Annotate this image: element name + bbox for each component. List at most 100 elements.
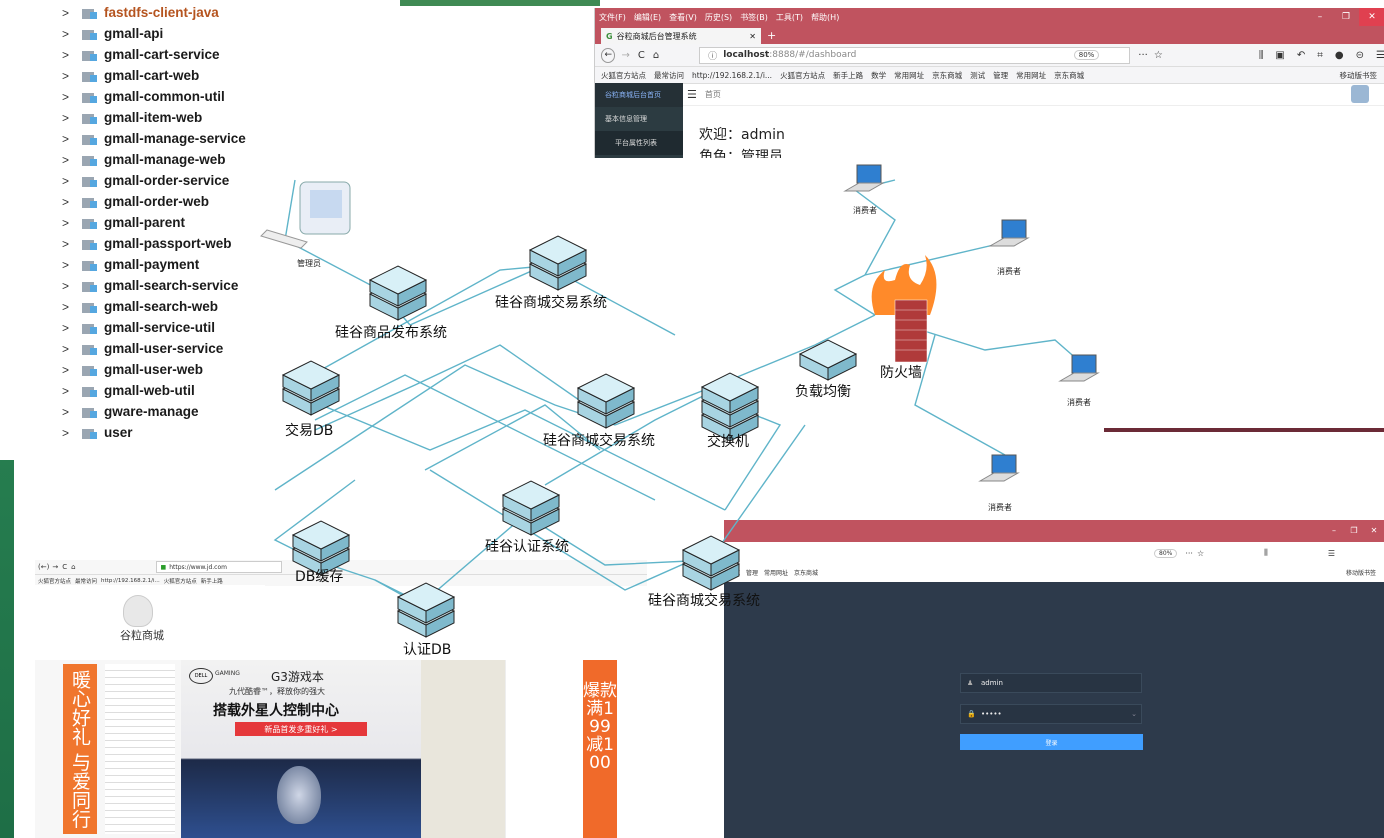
tree-item[interactable]: >gmall-order-web: [62, 191, 209, 212]
home-icon[interactable]: ⌂: [652, 49, 660, 61]
bookmark-item[interactable]: 火狐官方站点: [163, 578, 197, 585]
chevron-right-icon[interactable]: >: [62, 383, 70, 398]
chevron-right-icon[interactable]: >: [62, 215, 70, 230]
tree-item[interactable]: >gmall-user-service: [62, 338, 223, 359]
right-promo-text[interactable]: 爆款满199减100: [583, 660, 617, 838]
bookmark-item[interactable]: 最常访问: [75, 578, 98, 585]
tree-item[interactable]: >gmall-manage-service: [62, 128, 246, 149]
bookmark-item[interactable]: 火狐官方站点: [601, 70, 646, 80]
username-field[interactable]: ♟ admin: [960, 673, 1142, 693]
menu-help[interactable]: 帮助(H): [811, 12, 840, 22]
tab-dashboard[interactable]: G 谷粒商城后台管理系统 ✕: [601, 28, 761, 44]
home-icon[interactable]: ⌂: [71, 563, 76, 571]
sidebar-item-attr-list[interactable]: 平台属性列表: [595, 131, 683, 155]
bookmark-item[interactable]: http://192.168.2.1/i...: [692, 70, 773, 80]
bookmark-item[interactable]: 管理: [746, 569, 759, 577]
menu-history[interactable]: 历史(S): [704, 12, 733, 22]
tree-item[interactable]: >gmall-user-web: [62, 359, 203, 380]
chevron-right-icon[interactable]: >: [62, 278, 70, 293]
bookmark-item[interactable]: 火狐官方站点: [38, 578, 72, 585]
menu-icon[interactable]: ☰: [1327, 548, 1336, 558]
bookmark-star-icon[interactable]: ☆: [1153, 49, 1163, 61]
extension-icon[interactable]: ⊝: [1355, 49, 1365, 61]
maximize-icon[interactable]: ❐: [1341, 12, 1351, 22]
tree-item[interactable]: >gmall-web-util: [62, 380, 195, 401]
chevron-right-icon[interactable]: >: [62, 68, 70, 83]
reload-icon[interactable]: C: [62, 563, 68, 571]
chevron-right-icon[interactable]: >: [62, 5, 70, 20]
tab-close-icon[interactable]: ✕: [749, 31, 756, 41]
tree-item[interactable]: >gmall-cart-web: [62, 65, 199, 86]
chevron-right-icon[interactable]: >: [62, 299, 70, 314]
bookmark-item[interactable]: http://192.168.2.1/i...: [101, 577, 160, 584]
tree-item[interactable]: >gmall-manage-web: [62, 149, 226, 170]
tree-item[interactable]: >gmall-api: [62, 23, 163, 44]
sidebar-item-home[interactable]: 谷粒商城后台首页: [595, 83, 683, 107]
page-actions-icon[interactable]: ···: [1138, 49, 1148, 61]
library-icon[interactable]: ⫼: [1264, 548, 1268, 557]
chevron-down-icon[interactable]: ⌄: [1131, 710, 1137, 718]
bookmark-item[interactable]: 京东商城: [932, 70, 963, 80]
bookmark-item[interactable]: 京东商城: [794, 569, 819, 577]
chevron-right-icon[interactable]: >: [62, 404, 70, 419]
minimize-icon[interactable]: –: [1332, 526, 1336, 535]
forward-icon[interactable]: →: [52, 563, 59, 571]
bookmark-item[interactable]: 数学: [871, 70, 887, 80]
chevron-right-icon[interactable]: >: [62, 257, 70, 272]
sidebar-icon[interactable]: ▣: [1275, 49, 1285, 61]
login-button[interactable]: 登录: [960, 734, 1143, 750]
tree-item[interactable]: >gmall-parent: [62, 212, 185, 233]
chevron-right-icon[interactable]: >: [62, 236, 70, 251]
tree-item[interactable]: >gmall-service-util: [62, 317, 215, 338]
bookmark-item[interactable]: 最常访问: [654, 70, 684, 80]
tree-item[interactable]: >gmall-order-service: [62, 170, 229, 191]
left-promo-text[interactable]: 暖心好礼 与爱同行: [63, 664, 97, 834]
sidebar-item-basic-info[interactable]: 基本信息管理: [605, 115, 647, 123]
undo-icon[interactable]: ↶: [1296, 49, 1306, 61]
menu-tools[interactable]: 工具(T): [775, 12, 804, 22]
tree-item[interactable]: >gware-manage: [62, 401, 199, 422]
tree-item[interactable]: >gmall-search-service: [62, 275, 238, 296]
new-tab-icon[interactable]: +: [767, 29, 777, 42]
tree-item[interactable]: >gmall-item-web: [62, 107, 202, 128]
chevron-right-icon[interactable]: >: [62, 131, 70, 146]
chevron-right-icon[interactable]: >: [62, 110, 70, 125]
bookmark-item[interactable]: 京东商城: [1054, 70, 1085, 80]
jd-banner[interactable]: DELL GAMING G3游戏本 九代酷睿™，释放你的强大 搭载外星人控制中心…: [181, 660, 421, 838]
zoom-level[interactable]: 80%: [1154, 548, 1178, 558]
chat-icon[interactable]: ●: [1334, 49, 1344, 61]
page-actions-icon[interactable]: ···: [1185, 548, 1193, 558]
zoom-level[interactable]: 80%: [1073, 50, 1100, 60]
chevron-right-icon[interactable]: >: [62, 320, 70, 335]
bookmark-item[interactable]: 常用网址: [764, 569, 789, 577]
mobile-bookmarks[interactable]: 移动版书签: [1345, 569, 1376, 577]
chevron-right-icon[interactable]: >: [62, 47, 70, 62]
menu-view[interactable]: 查看(V): [669, 12, 697, 22]
chevron-right-icon[interactable]: >: [62, 89, 70, 104]
bookmark-item[interactable]: 火狐官方站点: [780, 70, 826, 80]
tree-item[interactable]: >gmall-payment: [62, 254, 199, 275]
maximize-icon[interactable]: ❐: [1350, 526, 1358, 535]
jd-url-bar[interactable]: ■https://www.jd.com: [155, 561, 282, 573]
menu-file[interactable]: 文件(F): [599, 12, 626, 22]
tree-item[interactable]: >fastdfs-client-java: [62, 2, 219, 23]
chevron-right-icon[interactable]: >: [62, 362, 70, 377]
bookmark-item[interactable]: 常用网址: [1016, 70, 1047, 80]
tree-item[interactable]: >user: [62, 422, 133, 443]
chevron-right-icon[interactable]: >: [62, 425, 70, 440]
banner-cta[interactable]: 新品首发多重好礼 >: [235, 722, 367, 736]
hamburger-icon[interactable]: ☰: [687, 87, 697, 101]
bookmark-item[interactable]: 管理: [993, 70, 1009, 80]
chevron-right-icon[interactable]: >: [62, 341, 70, 356]
chevron-right-icon[interactable]: >: [62, 173, 70, 188]
forward-icon[interactable]: →: [621, 49, 630, 61]
category-list[interactable]: [105, 664, 175, 834]
minimize-icon[interactable]: –: [1317, 12, 1323, 22]
url-bar[interactable]: ⓘ localhost:8888/#/dashboard 80%: [699, 46, 1131, 64]
back-icon[interactable]: ←: [601, 47, 616, 63]
chevron-right-icon[interactable]: >: [62, 26, 70, 41]
tree-item[interactable]: >gmall-search-web: [62, 296, 218, 317]
tree-item[interactable]: >gmall-cart-service: [62, 44, 220, 65]
tree-item[interactable]: >gmall-common-util: [62, 86, 225, 107]
bookmark-item[interactable]: 新手上路: [833, 70, 864, 80]
